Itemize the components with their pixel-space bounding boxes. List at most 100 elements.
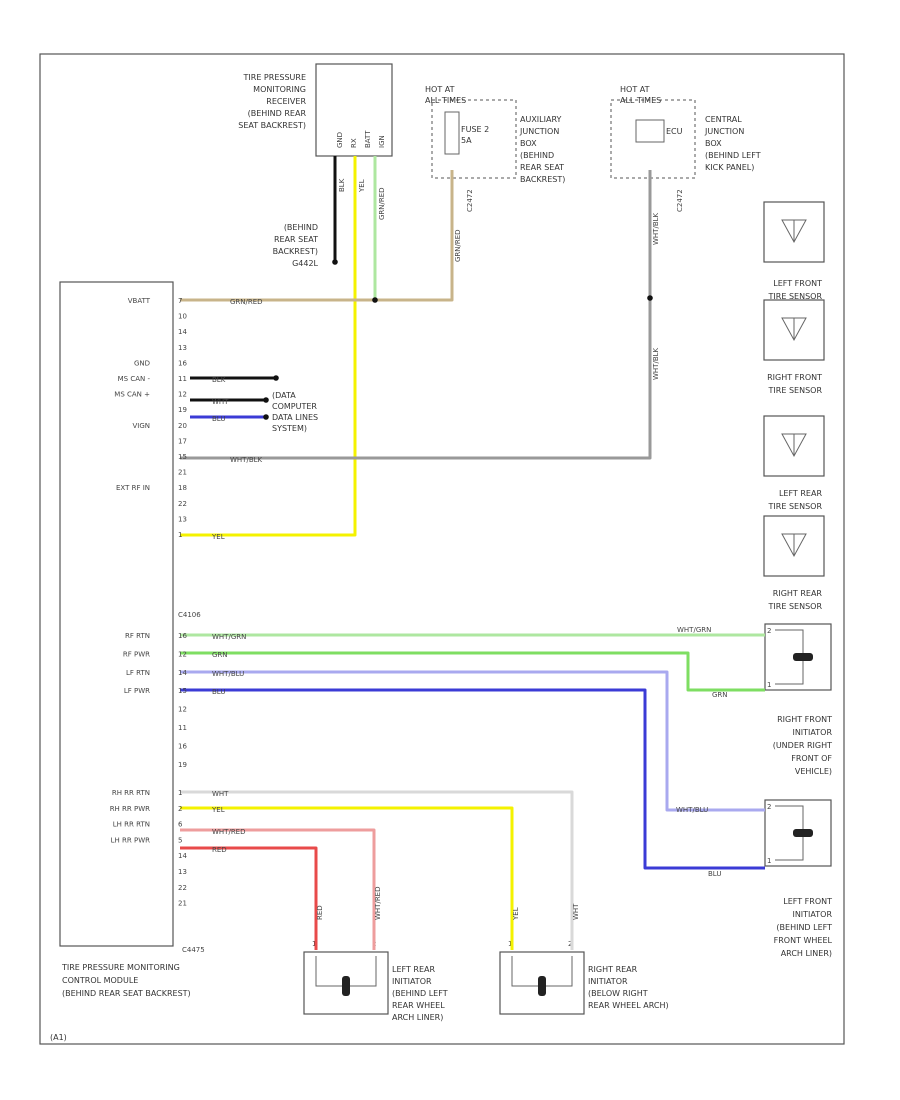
wire-label-lr-b: WHT/RED xyxy=(374,887,382,921)
wire-label-vbatt: GRN/RED xyxy=(230,298,263,306)
lr-initiator-label-line-1: INITIATOR xyxy=(392,977,432,986)
bot-pin-2: 6 xyxy=(178,821,183,829)
lr-initiator-label-line-4: ARCH LINER) xyxy=(392,1013,443,1022)
sensor-box-1 xyxy=(763,299,825,361)
receiver-location-line-0: (BEHIND xyxy=(284,223,318,232)
module-conn2: C4106 xyxy=(178,611,201,619)
top-name-12: EXT RF IN xyxy=(116,484,150,492)
wire-label-rf-top: WHT/GRN xyxy=(677,626,711,634)
wire-label-mscan-minus: WHT xyxy=(212,398,229,406)
wire-label-rh-pwr: YEL xyxy=(211,806,225,814)
wire-label-lf-rtn: WHT/BLU xyxy=(212,670,244,678)
mid-pin-0: 16 xyxy=(178,632,187,640)
sensor-label-0-line-0: LEFT FRONT xyxy=(773,279,822,288)
lf-initiator-element-icon xyxy=(793,829,813,837)
lf-initiator-label-line-3: FRONT WHEEL xyxy=(774,936,833,945)
receiver-title-line-2: RECEIVER xyxy=(266,97,306,106)
sensor-label-2-line-1: TIRE SENSOR xyxy=(768,502,823,511)
receiver-location-line-1: REAR SEAT xyxy=(274,235,318,244)
sensor-label-3-line-1: TIRE SENSOR xyxy=(768,602,823,611)
sensor-box-0 xyxy=(763,201,825,263)
bot-pin-6: 22 xyxy=(178,884,187,892)
rf-initiator-label-line-1: INITIATOR xyxy=(792,728,832,737)
aux-junction-label-line-3: (BEHIND xyxy=(520,151,554,160)
sensor-label-2-line-0: LEFT REAR xyxy=(779,489,822,498)
top-pin-14: 13 xyxy=(178,515,187,523)
sensor-label-3-line-0: RIGHT REAR xyxy=(773,589,823,598)
receiver-location-line-2: BACKREST) xyxy=(273,247,318,256)
wire-lf-rtn xyxy=(180,670,765,812)
bot-pin-1: 2 xyxy=(178,805,182,813)
sensor-label-1-line-1: TIRE SENSOR xyxy=(768,386,823,395)
rr-initiator-element-icon xyxy=(538,976,546,996)
wire-lh-rr-rtn xyxy=(180,828,376,950)
top-pin-15: 1 xyxy=(178,531,182,539)
rr-initiator-label-line-1: INITIATOR xyxy=(588,977,628,986)
sensor-box-2 xyxy=(763,415,825,477)
module-conn1: C4475 xyxy=(182,946,205,954)
receiver-title-line-4: SEAT BACKREST) xyxy=(238,121,306,130)
rf-pin-top: 2 xyxy=(767,627,771,635)
lr-initiator-label-line-0: LEFT REAR xyxy=(392,965,435,974)
tire-sensors: LEFT FRONT TIRE SENSOR RIGHT FRONT TIRE SEN… xyxy=(763,201,825,611)
data-link-label-line-2: DATA LINES xyxy=(272,413,318,422)
aux-junction-label-line-5: BACKREST) xyxy=(520,175,565,184)
sensor-label-1-line-0: RIGHT FRONT xyxy=(767,373,822,382)
bot-name-3: LH RR PWR xyxy=(111,836,150,844)
receiver-title-line-1: MONITORING xyxy=(253,85,306,94)
rf-initiator-label-line-0: RIGHT FRONT xyxy=(777,715,832,724)
lr-initiator-box xyxy=(303,951,389,1015)
wire-vign-whtblk xyxy=(180,170,652,460)
data-link-label-line-1: COMPUTER xyxy=(272,402,317,411)
bot-pin-0: 1 xyxy=(178,789,182,797)
mid-name-2: LF RTN xyxy=(126,669,150,677)
wire-label-rr-a: YEL xyxy=(512,907,520,921)
top-name-8: VIGN xyxy=(132,422,150,430)
wire-label-rf-rtn: WHT/GRN xyxy=(212,633,246,641)
module-title-line-0: TIRE PRESSURE MONITORING xyxy=(61,963,180,972)
wire-label-lf-pwr: BLU xyxy=(212,688,225,696)
top-pin-3: 13 xyxy=(178,344,187,352)
top-pin-13: 22 xyxy=(178,500,187,508)
top-pin-12: 18 xyxy=(178,484,187,492)
bot-name-2: LH RR RTN xyxy=(113,821,150,829)
rf-initiator-box xyxy=(764,623,832,691)
bot-name-0: RH RR RTN xyxy=(112,789,150,797)
data-link-label-line-0: (DATA xyxy=(272,391,296,400)
mid-pin-6: 16 xyxy=(178,742,187,750)
wire-label-rr-b: WHT xyxy=(572,903,580,920)
top-name-5: MS CAN - xyxy=(118,375,151,383)
diagram-frame xyxy=(39,53,845,1045)
wire-label-rf-pwr: GRN xyxy=(212,651,228,659)
receiver-pin-rx: RX xyxy=(350,138,358,148)
mid-pin-3: 15 xyxy=(178,687,187,695)
hot-left-title-line-1: ALL TIMES xyxy=(425,96,466,105)
top-pin-11: 21 xyxy=(178,469,187,477)
mid-pin-4: 12 xyxy=(178,706,187,714)
lf-pin-top: 2 xyxy=(767,803,771,811)
wire-label-lf-top: WHT/BLU xyxy=(676,806,708,814)
wire-label-lh-pwr: RED xyxy=(212,846,227,854)
top-pin-1: 10 xyxy=(178,313,187,321)
hot-left-title-line-0: HOT AT xyxy=(425,85,455,94)
lf-initiator-label-line-0: LEFT FRONT xyxy=(783,897,832,906)
lf-initiator-label-line-1: INITIATOR xyxy=(792,910,832,919)
receiver-pin-gnd: GND xyxy=(336,132,344,148)
lf-pin-bot: 1 xyxy=(767,857,771,865)
top-name-6: MS CAN + xyxy=(114,391,150,399)
hot-right-title-line-1: ALL TIMES xyxy=(620,96,661,105)
hot-right-title-line-0: HOT AT xyxy=(620,85,650,94)
central-conn-label: C2472 xyxy=(676,189,684,212)
wire-label-grnred: GRN/RED xyxy=(378,187,386,220)
module-title-line-2: (BEHIND REAR SEAT BACKREST) xyxy=(62,989,191,998)
wire-label-gnd: BLK xyxy=(212,376,226,384)
data-dot-1 xyxy=(263,397,269,403)
rf-pin-bot: 1 xyxy=(767,681,771,689)
top-pin-9: 17 xyxy=(178,437,187,445)
